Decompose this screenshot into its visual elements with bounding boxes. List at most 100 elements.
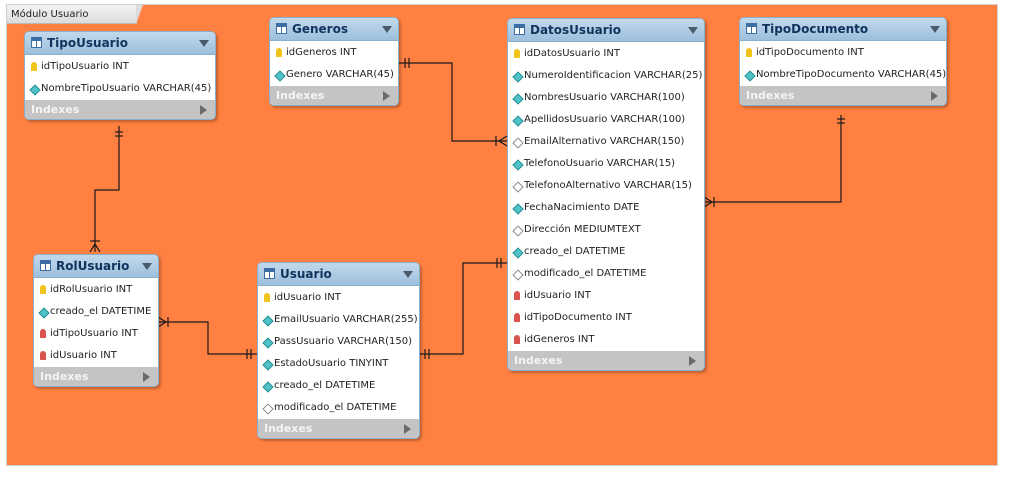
column-row[interactable]: Genero VARCHAR(45) [270, 64, 398, 86]
table-icon [31, 37, 42, 48]
table-header[interactable]: Generos [270, 18, 398, 41]
column-row[interactable]: idTipoDocumento INT [508, 307, 704, 329]
column-row[interactable]: PassUsuario VARCHAR(150) [258, 331, 419, 353]
column-row[interactable]: idTipoDocumento INT [740, 42, 946, 64]
nullable-column-icon [512, 137, 524, 149]
table-name: Usuario [280, 267, 332, 281]
column-row[interactable]: modificado_el DATETIME [508, 263, 704, 285]
indexes-label: Indexes [746, 89, 795, 102]
column-label: NombresUsuario VARCHAR(100) [524, 92, 685, 103]
column-label: modificado_el DATETIME [274, 402, 397, 413]
column-label: idRolUsuario INT [50, 284, 133, 295]
indexes-label: Indexes [31, 103, 80, 116]
column-label: idDatosUsuario INT [524, 48, 620, 59]
column-row[interactable]: FechaNacimiento DATE [508, 197, 704, 219]
indexes-label: Indexes [514, 354, 563, 367]
column-row[interactable]: ApellidosUsuario VARCHAR(100) [508, 109, 704, 131]
column-label: EmailUsuario VARCHAR(255) [274, 314, 418, 325]
collapse-arrow-icon[interactable] [382, 26, 392, 33]
column-list: idDatosUsuario INT NumeroIdentificacion … [508, 42, 704, 351]
nullable-column-icon [512, 181, 524, 193]
column-row[interactable]: EmailAlternativo VARCHAR(150) [508, 131, 704, 153]
table-name: Generos [292, 22, 348, 36]
expand-arrow-icon[interactable] [200, 105, 207, 115]
column-row[interactable]: idDatosUsuario INT [508, 43, 704, 65]
column-row[interactable]: creado_el DATETIME [34, 301, 158, 323]
column-row[interactable]: Dirección MEDIUMTEXT [508, 219, 704, 241]
column-row[interactable]: modificado_el DATETIME [258, 397, 419, 419]
column-label: TelefonoUsuario VARCHAR(15) [524, 158, 676, 169]
column-row[interactable]: idTipoUsuario INT [34, 323, 158, 345]
table-rolusuario[interactable]: RolUsuario idRolUsuario INT creado_el DA… [33, 254, 159, 387]
column-row[interactable]: NumeroIdentificacion VARCHAR(25) [508, 65, 704, 87]
table-header[interactable]: Usuario [258, 263, 419, 286]
table-datosusuario[interactable]: DatosUsuario idDatosUsuario INT NumeroId… [507, 18, 705, 371]
expand-arrow-icon[interactable] [404, 424, 411, 434]
collapse-arrow-icon[interactable] [930, 26, 940, 33]
link-usuario-rolusuario[interactable] [157, 316, 257, 359]
link-generos-datosusuario[interactable] [399, 58, 508, 147]
indexes-section[interactable]: Indexes [740, 86, 946, 105]
table-header[interactable]: TipoUsuario [25, 32, 215, 55]
column-row[interactable]: idTipoUsuario INT [25, 56, 215, 78]
foreign-key-icon [40, 351, 46, 360]
column-list: idTipoDocumento INT NombreTipoDocumento … [740, 41, 946, 86]
not-null-column-icon [512, 159, 524, 171]
indexes-section[interactable]: Indexes [508, 351, 704, 370]
column-label: creado_el DATETIME [524, 246, 626, 257]
expand-arrow-icon[interactable] [689, 356, 696, 366]
column-list: idTipoUsuario INT NombreTipoUsuario VARC… [25, 55, 215, 100]
not-null-column-icon [38, 307, 50, 319]
foreign-key-icon [514, 313, 520, 322]
table-header[interactable]: TipoDocumento [740, 18, 946, 41]
column-row[interactable]: idUsuario INT [258, 287, 419, 309]
collapse-arrow-icon[interactable] [142, 263, 152, 270]
indexes-section[interactable]: Indexes [270, 86, 398, 105]
column-label: idGeneros INT [286, 47, 357, 58]
not-null-column-icon [744, 70, 756, 82]
column-row[interactable]: EstadoUsuario TINYINT [258, 353, 419, 375]
column-row[interactable]: creado_el DATETIME [508, 241, 704, 263]
collapse-arrow-icon[interactable] [403, 271, 413, 278]
column-row[interactable]: TelefonoAlternativo VARCHAR(15) [508, 175, 704, 197]
expand-arrow-icon[interactable] [931, 91, 938, 101]
link-tipodocumento-datosusuario[interactable] [703, 115, 845, 208]
table-header[interactable]: RolUsuario [34, 255, 158, 278]
column-row[interactable]: NombreTipoDocumento VARCHAR(45) [740, 64, 946, 86]
table-header[interactable]: DatosUsuario [508, 19, 704, 42]
column-row[interactable]: idGeneros INT [270, 42, 398, 64]
table-generos[interactable]: Generos idGeneros INT Genero VARCHAR(45)… [269, 17, 399, 106]
indexes-section[interactable]: Indexes [34, 367, 158, 386]
column-row[interactable]: creado_el DATETIME [258, 375, 419, 397]
column-list: idUsuario INT EmailUsuario VARCHAR(255) … [258, 286, 419, 419]
column-row[interactable]: idGeneros INT [508, 329, 704, 351]
column-label: EstadoUsuario TINYINT [274, 358, 389, 369]
collapse-arrow-icon[interactable] [688, 27, 698, 34]
column-row[interactable]: NombresUsuario VARCHAR(100) [508, 87, 704, 109]
indexes-section[interactable]: Indexes [25, 100, 215, 119]
collapse-arrow-icon[interactable] [199, 40, 209, 47]
column-label: idTipoDocumento INT [756, 47, 864, 58]
column-row[interactable]: NombreTipoUsuario VARCHAR(45) [25, 78, 215, 100]
column-row[interactable]: EmailUsuario VARCHAR(255) [258, 309, 419, 331]
table-icon [746, 23, 757, 34]
column-label: idUsuario INT [50, 350, 117, 361]
column-label: idGeneros INT [524, 334, 595, 345]
expand-arrow-icon[interactable] [143, 372, 150, 382]
column-row[interactable]: idUsuario INT [508, 285, 704, 307]
table-tipodocumento[interactable]: TipoDocumento idTipoDocumento INT Nombre… [739, 17, 947, 106]
table-tipousuario[interactable]: TipoUsuario idTipoUsuario INT NombreTipo… [24, 31, 216, 120]
foreign-key-icon [514, 335, 520, 344]
column-label: FechaNacimiento DATE [524, 202, 640, 213]
column-row[interactable]: idUsuario INT [34, 345, 158, 367]
not-null-column-icon [512, 71, 524, 83]
table-usuario[interactable]: Usuario idUsuario INT EmailUsuario VARCH… [257, 262, 420, 439]
table-icon [514, 24, 525, 35]
expand-arrow-icon[interactable] [383, 91, 390, 101]
column-row[interactable]: TelefonoUsuario VARCHAR(15) [508, 153, 704, 175]
link-usuario-datosusuario[interactable] [419, 258, 507, 359]
indexes-section[interactable]: Indexes [258, 419, 419, 438]
link-tipousuario-rolusuario[interactable] [89, 126, 123, 253]
column-row[interactable]: idRolUsuario INT [34, 279, 158, 301]
